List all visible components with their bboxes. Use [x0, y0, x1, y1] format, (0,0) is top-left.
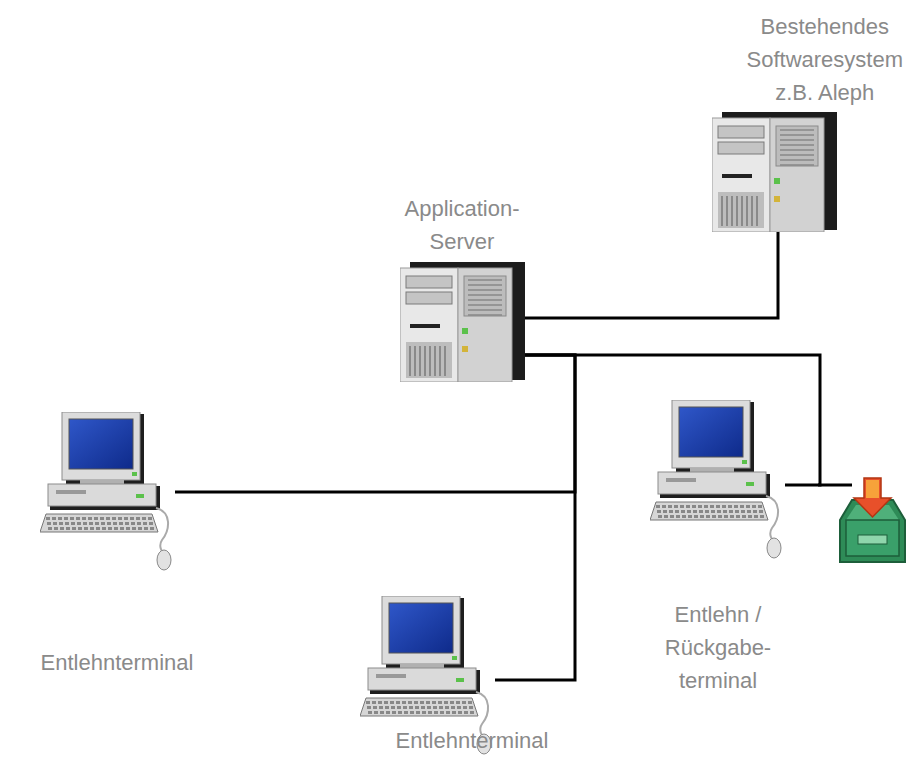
loan-return-terminal: Entlehn / Rückgabe- terminal — [650, 400, 785, 560]
device-icon — [712, 112, 837, 232]
device-label: Bestehendes Softwaresystem z.B. Aleph — [739, 10, 908, 109]
network-cable — [525, 355, 820, 485]
loan-terminal: Entlehnterminal — [360, 596, 495, 756]
network-cable — [525, 232, 778, 318]
loan-terminal: Entlehnterminal — [40, 412, 175, 572]
device-label: Entlehnterminal — [17, 646, 217, 679]
inbox-wire — [818, 484, 852, 487]
inbox-icon — [840, 478, 905, 562]
device-icon — [40, 412, 175, 572]
library-system-server: Bestehendes Softwaresystem z.B. Aleph — [712, 112, 837, 232]
device-label: Application- Server — [392, 192, 532, 258]
device-icon — [400, 262, 525, 382]
device-label: Entlehnterminal — [372, 724, 572, 757]
network-cable — [495, 355, 575, 680]
device-label: Entlehn / Rückgabe- terminal — [655, 598, 781, 697]
application-server: Application- Server — [400, 262, 525, 382]
device-icon — [650, 400, 785, 560]
